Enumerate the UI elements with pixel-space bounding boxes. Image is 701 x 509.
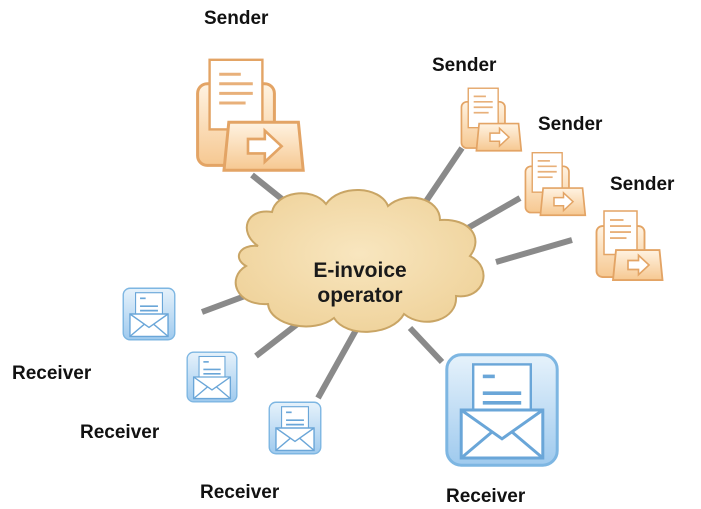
connector-sender-4 [495,237,573,265]
document-send-icon [196,58,305,172]
receiver-label: Receiver [12,363,92,384]
connector-receiver-2 [254,319,302,359]
operator-label-line2: operator [317,284,403,308]
receiver-label: Receiver [80,422,160,443]
envelope-document-icon [268,401,322,455]
cloud-icon [234,189,485,333]
connector-receiver-4 [407,325,445,365]
envelope-document-icon [444,352,560,468]
document-send-icon [460,87,523,152]
receiver-label: Receiver [200,482,280,503]
connector-receiver-1 [200,293,247,315]
sender-label: Sender [204,8,269,29]
operator-label-line1: E-invoice [313,259,407,282]
document-send-icon [524,151,587,217]
receiver-label: Receiver [446,486,526,507]
connector-receiver-3 [315,328,359,400]
sender-label: Sender [538,114,603,135]
sender-label: Sender [432,55,497,76]
document-send-icon [595,210,664,281]
envelope-document-icon [122,287,176,341]
operator-label: E-invoice operator [290,258,430,308]
envelope-document-icon [186,351,238,403]
sender-label: Sender [610,174,675,195]
